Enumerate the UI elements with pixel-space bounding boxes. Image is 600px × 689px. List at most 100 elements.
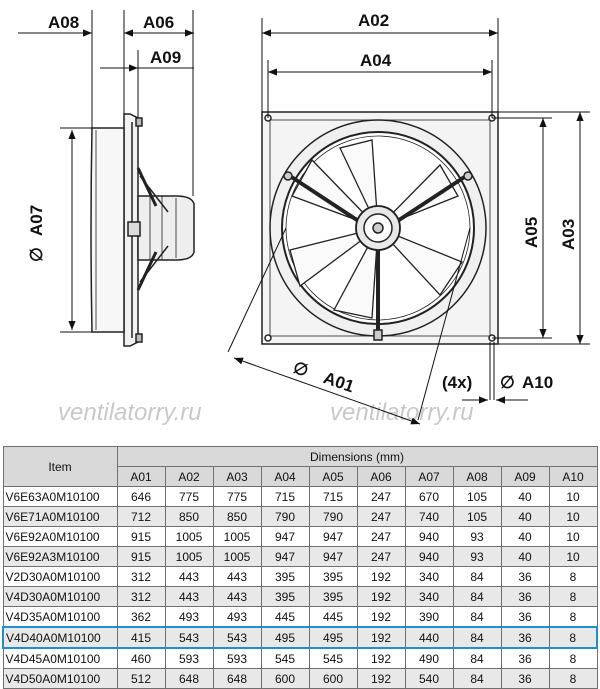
hole-count-label: (4x) <box>442 373 472 392</box>
value-cell: 543 <box>212 626 262 649</box>
item-cell: V6E71A0M10100 <box>2 506 118 527</box>
front-view-dimensions <box>227 18 590 425</box>
value-cell: 192 <box>356 647 406 669</box>
value-cell: 8 <box>548 668 598 689</box>
value-cell: 600 <box>308 668 358 689</box>
value-cell: 312 <box>116 586 166 607</box>
value-cell: 40 <box>500 546 550 567</box>
dim-label-a04: A04 <box>360 51 392 70</box>
value-cell: 36 <box>500 626 550 649</box>
value-cell: 36 <box>500 668 550 689</box>
value-cell: 105 <box>452 486 502 507</box>
value-cell: 715 <box>308 486 358 507</box>
value-cell: 947 <box>260 546 310 567</box>
value-cell: 648 <box>212 668 262 689</box>
value-cell: 192 <box>356 586 406 607</box>
dim-label-a06: A06 <box>143 13 174 32</box>
value-cell: 105 <box>452 506 502 527</box>
value-cell: 247 <box>356 526 406 547</box>
item-cell: V4D45A0M10100 <box>2 647 118 669</box>
value-cell: 600 <box>260 668 310 689</box>
front-view <box>261 111 499 345</box>
value-cell: 915 <box>116 526 166 547</box>
value-cell: 648 <box>164 668 214 689</box>
dim-label-a10: A10 <box>522 373 553 392</box>
value-cell: 8 <box>548 586 598 607</box>
dim-label-a03: A03 <box>559 219 578 250</box>
value-cell: 84 <box>452 626 502 649</box>
value-cell: 36 <box>500 566 550 587</box>
value-cell: 443 <box>164 566 214 587</box>
value-cell: 495 <box>308 626 358 649</box>
value-cell: 915 <box>116 546 166 567</box>
value-cell: 493 <box>212 606 262 628</box>
diameter-symbol-a10: ∅ <box>500 373 515 392</box>
dimensions-group-header: Dimensions (mm) <box>116 446 598 467</box>
value-cell: 1005 <box>212 546 262 567</box>
side-view <box>90 113 195 347</box>
value-cell: 947 <box>308 526 358 547</box>
value-cell: 247 <box>356 506 406 527</box>
value-cell: 8 <box>548 647 598 669</box>
item-column-header: Item <box>2 446 118 487</box>
value-cell: 1005 <box>212 526 262 547</box>
value-cell: 10 <box>548 506 598 527</box>
side-view-dimensions <box>18 10 194 333</box>
value-cell: 443 <box>164 586 214 607</box>
value-cell: 362 <box>116 606 166 628</box>
watermark-right: ventilatorry.ru <box>330 399 474 426</box>
value-cell: 490 <box>404 647 454 669</box>
value-cell: 495 <box>260 626 310 649</box>
value-cell: 790 <box>308 506 358 527</box>
value-cell: 36 <box>500 647 550 669</box>
value-cell: 395 <box>308 586 358 607</box>
column-header-a10: A10 <box>548 466 598 487</box>
column-header-a09: A09 <box>500 466 550 487</box>
item-cell: V6E92A0M10100 <box>2 526 118 547</box>
value-cell: 712 <box>116 506 166 527</box>
value-cell: 646 <box>116 486 166 507</box>
value-cell: 8 <box>548 566 598 587</box>
item-cell: V4D50A0M10100 <box>2 668 118 689</box>
value-cell: 593 <box>212 647 262 669</box>
item-cell: V4D30A0M10100 <box>2 586 118 607</box>
item-cell: V4D40A0M10100 <box>2 626 118 649</box>
value-cell: 340 <box>404 566 454 587</box>
column-header-a07: A07 <box>404 466 454 487</box>
value-cell: 395 <box>260 586 310 607</box>
column-header-a02: A02 <box>164 466 214 487</box>
value-cell: 247 <box>356 486 406 507</box>
value-cell: 460 <box>116 647 166 669</box>
dim-label-a02: A02 <box>358 11 389 30</box>
value-cell: 543 <box>164 626 214 649</box>
diameter-symbol-a07: ∅ <box>27 247 46 262</box>
item-cell: V6E63A0M10100 <box>2 486 118 507</box>
value-cell: 40 <box>500 486 550 507</box>
value-cell: 545 <box>260 647 310 669</box>
value-cell: 390 <box>404 606 454 628</box>
value-cell: 192 <box>356 668 406 689</box>
value-cell: 445 <box>308 606 358 628</box>
value-cell: 493 <box>164 606 214 628</box>
value-cell: 8 <box>548 606 598 628</box>
dim-label-a08: A08 <box>48 13 79 32</box>
value-cell: 395 <box>308 566 358 587</box>
dim-label-a07: A07 <box>27 205 46 236</box>
value-cell: 715 <box>260 486 310 507</box>
value-cell: 740 <box>404 506 454 527</box>
value-cell: 790 <box>260 506 310 527</box>
value-cell: 40 <box>500 526 550 547</box>
value-cell: 947 <box>260 526 310 547</box>
value-cell: 10 <box>548 546 598 567</box>
watermark-left: ventilatorry.ru <box>58 399 202 426</box>
item-cell: V6E92A3M10100 <box>2 546 118 567</box>
